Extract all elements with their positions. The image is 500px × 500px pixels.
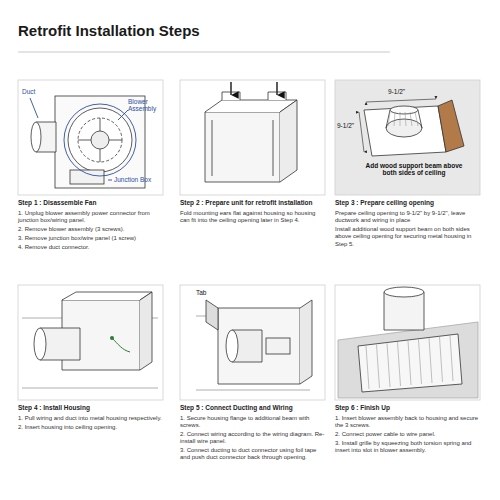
step-instruction: 3. Remove junction box/wire panel (1 scr…: [18, 235, 163, 242]
step-instruction: 4. Remove duct connector.: [18, 244, 163, 251]
title-rule: [18, 52, 390, 53]
duct-rib: [405, 112, 406, 126]
duct-rib: [394, 112, 395, 126]
step-heading: Step 3 : Prepare ceiling opening: [335, 199, 480, 207]
note-label: Add wood support beam above both sides o…: [360, 162, 468, 177]
step-heading: Step 6 : Finish Up: [335, 404, 480, 412]
duct-rib: [400, 112, 401, 126]
grille-slat: [366, 346, 369, 389]
grille-slat: [387, 343, 390, 387]
dimension-lines: [359, 99, 436, 152]
step-instruction: 2. Insert housing into ceiling opening.: [18, 424, 163, 431]
step-heading: Step 5 : Connect Ducting and Wiring: [180, 404, 325, 412]
blue-leaders: [30, 98, 136, 180]
grille-drawing: [338, 287, 478, 398]
step-panel: Step 4 : Install Housing 1. Pull wiring a…: [18, 285, 163, 432]
step-instruction: 1. Secure housing flange to additional b…: [180, 415, 325, 430]
grille-slat: [408, 341, 411, 385]
step-instruction: 1. Insert blower assembly back to housin…: [335, 415, 480, 430]
step-panel: Step 6 : Finish Up 1. Insert blower assem…: [335, 285, 480, 456]
step-instruction: 2. Connect wiring according to the wirin…: [180, 431, 325, 446]
housing-install-drawing: [22, 292, 158, 388]
step-heading: Step 1 : Disassemble Fan: [18, 199, 163, 207]
ceiling-opening-drawing: [364, 100, 464, 156]
repeated-strokes: [366, 112, 453, 389]
part-label: Tab: [196, 289, 216, 296]
part-label: Blower Assembly: [128, 98, 160, 113]
step-instruction: 3. Install grille by squeezing both tors…: [335, 440, 480, 455]
duct-rib: [415, 112, 418, 126]
panel-frames: [18, 80, 480, 400]
grille-slat: [440, 337, 443, 382]
page-title: Retrofit Installation Steps: [18, 22, 200, 39]
step-heading: Step 4 : Install Housing: [18, 404, 163, 412]
duct-rib: [388, 112, 390, 126]
dimension-label: 9-1/2": [388, 88, 418, 95]
step-instruction: Fold mounting ears flat against housing …: [180, 210, 325, 225]
step-instruction: 2. Remove blower assembly (3 screws).: [18, 226, 163, 233]
step-panel: Step 2 : Prepare unit for retrofit insta…: [180, 80, 325, 226]
grille-slat: [419, 340, 422, 385]
housing-drawing: [205, 82, 297, 182]
grille-slat: [377, 345, 380, 388]
duct-rib: [410, 112, 412, 126]
dimension-label: 9-1/2": [337, 122, 357, 129]
fan-housing-drawing: [31, 96, 145, 188]
step-instruction: Install additional wood support beam on …: [335, 226, 480, 248]
step-panel: Step 5 : Connect Ducting and Wiring 1. Se…: [180, 285, 325, 463]
ducting-drawing: [196, 300, 312, 390]
grille-slat: [450, 336, 453, 381]
grille-slat: [398, 342, 401, 386]
part-label: Junction Box: [114, 176, 160, 183]
step-instruction: 1. Pull wiring and duct into metal housi…: [18, 415, 163, 422]
step-heading: Step 2 : Prepare unit for retrofit insta…: [180, 199, 325, 207]
step-instruction: 3. Connect ducting to duct connector usi…: [180, 447, 325, 462]
step-instruction: 1. Unplug blower assembly power connecto…: [18, 210, 163, 225]
part-label: Duct: [22, 88, 52, 95]
step-instruction: Prepare ceiling opening to 9-1/2" by 9-1…: [335, 210, 480, 225]
grille-slat: [429, 338, 432, 383]
step-instruction: 2. Connect power cable to wire panel.: [335, 431, 480, 438]
